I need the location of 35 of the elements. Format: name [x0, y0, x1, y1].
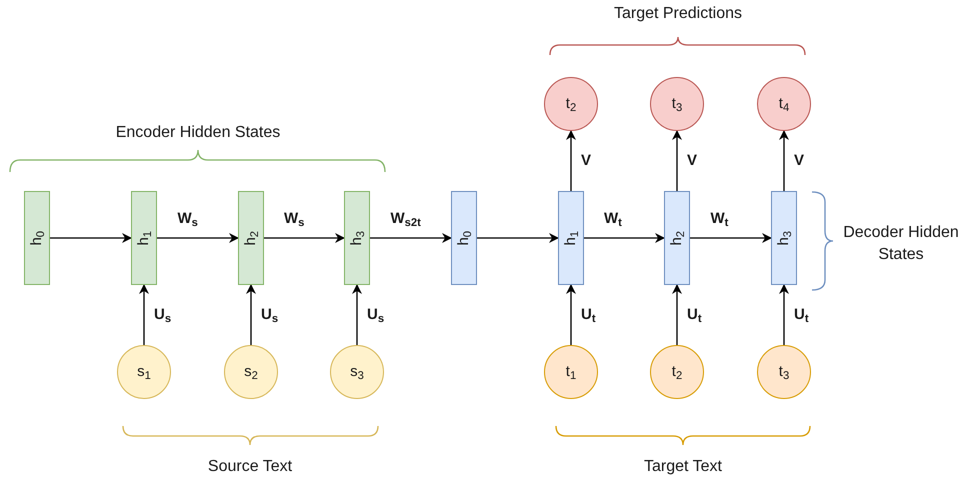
arrow: [264, 233, 345, 243]
arrow: [779, 284, 789, 345]
edge-label: W$_{t}$: [710, 209, 728, 230]
edge-label: V: [581, 151, 592, 171]
arrow: [157, 233, 239, 243]
arrow: [672, 130, 682, 191]
arrow: [477, 233, 559, 243]
group-label: Decoder Hidden States: [842, 223, 960, 265]
group-label: Source Text: [206, 457, 294, 477]
arrow: [566, 284, 576, 345]
arrow: [672, 284, 682, 345]
group-label: Target Predictions: [612, 4, 744, 24]
edge-label: W$_{s2t}$: [390, 209, 421, 230]
edge-label: W$_{s}$: [178, 209, 198, 230]
arrow: [246, 284, 256, 345]
arrow: [566, 130, 576, 191]
edge-label: U$_{s}$: [261, 305, 278, 326]
edge-label: U$_{t}$: [687, 305, 702, 326]
edge-label: V: [687, 151, 698, 171]
edge-label: U$_{s}$: [367, 305, 384, 326]
edge-label: V: [794, 151, 804, 171]
arrow: [779, 130, 789, 191]
edge-label: U$_{t}$: [794, 305, 809, 326]
edge-label: U$_{s}$: [154, 305, 172, 326]
edge-label: U$_{t}$: [581, 305, 596, 326]
group-label: Target Text: [643, 457, 723, 477]
arrow: [50, 233, 132, 243]
group-label: Encoder Hidden States: [114, 123, 282, 143]
arrow: [690, 233, 772, 243]
arrow: [352, 284, 362, 345]
arrow: [584, 233, 665, 243]
arrow: [370, 233, 452, 243]
arrow: [139, 284, 149, 345]
edge-label: W$_{t}$: [604, 209, 622, 230]
edge-label: W$_{s}$: [284, 209, 304, 230]
